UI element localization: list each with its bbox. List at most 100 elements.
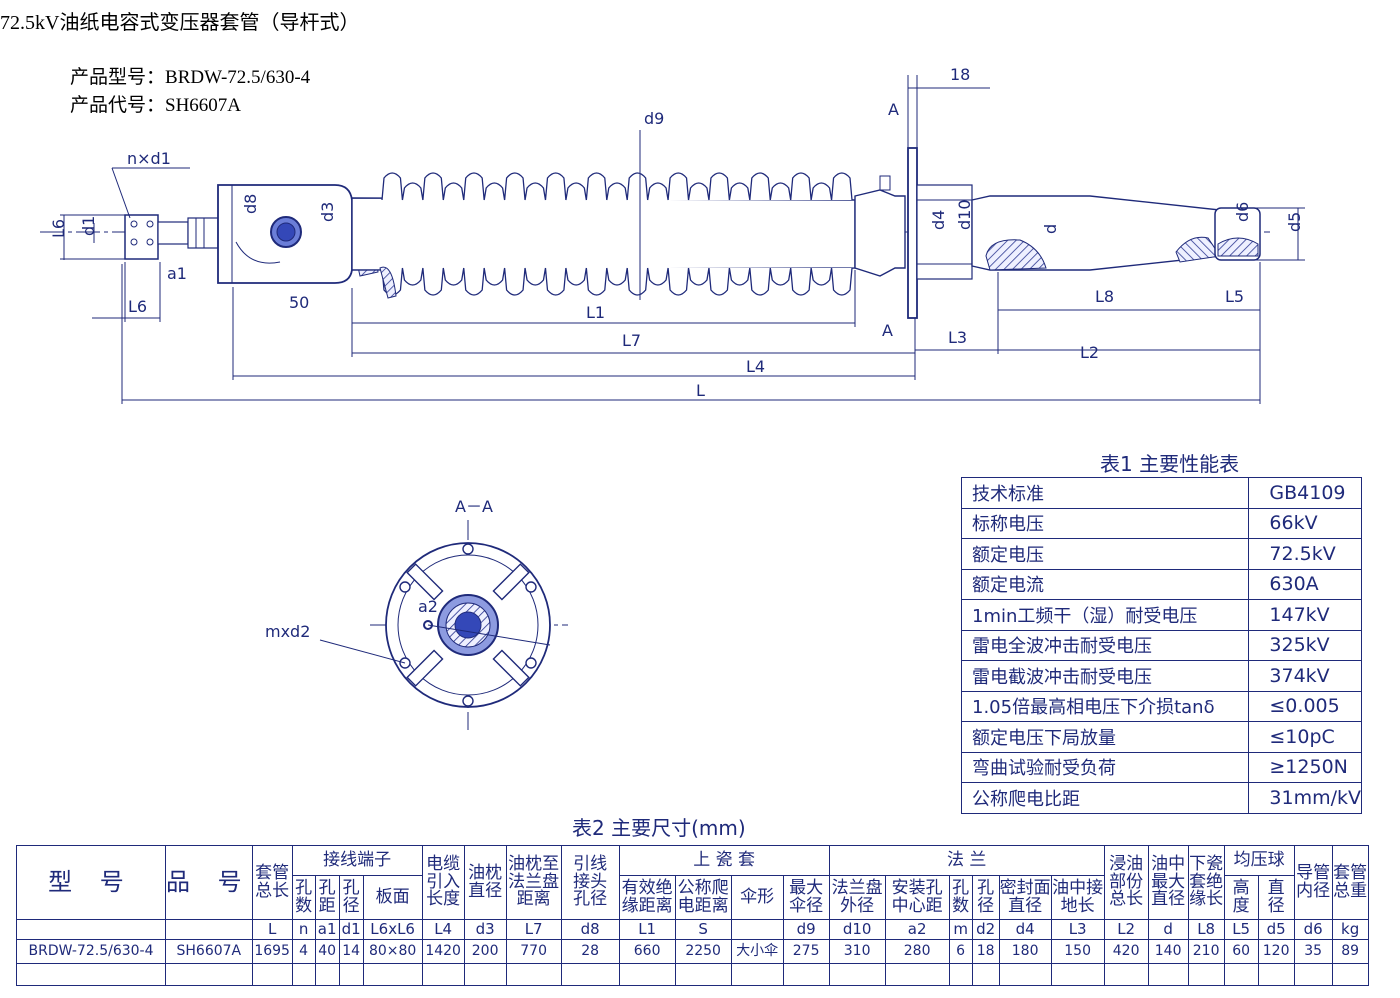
- dim-label-d3: d3: [318, 202, 337, 222]
- dim-label-d10: d10: [955, 199, 974, 230]
- empty-cell: [560, 963, 620, 986]
- symbol-cell: L6xL6: [362, 919, 423, 940]
- symbol-cell: d10: [828, 919, 886, 940]
- dim-label-l8: L8: [1095, 287, 1114, 306]
- header-conservator-dia: 油枕直径: [463, 845, 507, 920]
- header-terminal: 接线端子: [291, 845, 423, 876]
- lower-porcelain: [971, 195, 1261, 271]
- value-cell: 200: [463, 939, 507, 964]
- symbol-cell: d3: [463, 919, 507, 940]
- dim-label-d9: d9: [644, 109, 664, 128]
- symbol-cell: kg: [1331, 919, 1369, 940]
- symbol-cell: [16, 919, 166, 940]
- hole-label: mxd2: [265, 622, 310, 641]
- sub-header-d1: 孔径: [338, 875, 364, 920]
- dim-label-d8: d8: [241, 194, 260, 214]
- empty-cell: [1187, 963, 1225, 986]
- product-code-line: 产品代号：SH6607A: [70, 90, 241, 117]
- symbol-cell: d1: [338, 919, 364, 940]
- symbol-cell: [730, 919, 784, 940]
- section-a-a-view: A－A mxd2 a2: [265, 497, 568, 730]
- empty-cell: [505, 963, 562, 986]
- param-cell: 标称电压: [960, 507, 1250, 539]
- model-number-line: 产品型号：BRDW-72.5/630-4: [70, 62, 310, 89]
- table-row: 1.05倍最高相电压下介损tanδ≤0.005: [960, 690, 1362, 722]
- symbol-cell: n: [291, 919, 316, 940]
- pitch-label: a2: [418, 597, 438, 616]
- dim-label-18: 18: [950, 65, 970, 84]
- value-cell: 2250: [674, 939, 732, 964]
- sub-header-d10: 法兰盘外径: [828, 875, 886, 920]
- dim-label-d: d: [1041, 224, 1060, 234]
- value-cell: 275: [782, 939, 830, 964]
- sub-header-d4: 密封面直径: [998, 875, 1052, 920]
- symbol-cell: [165, 919, 253, 940]
- header-lead-hole: 引线接头孔径: [560, 845, 620, 920]
- dim-label-a1: a1: [167, 264, 187, 283]
- table1-caption: 表1 主要性能表: [1100, 452, 1240, 476]
- code-cell: SH6607A: [165, 939, 253, 964]
- symbol-cell: L2: [1103, 919, 1149, 940]
- model-label: 产品型号：: [70, 67, 166, 88]
- empty-row: [16, 963, 1369, 986]
- dim-label-l2: L2: [1080, 343, 1099, 362]
- empty-cell: [1103, 963, 1149, 986]
- header-cable-length: 电缆引入长度: [421, 845, 465, 920]
- sub-header-a2: 安装孔中心距: [884, 875, 950, 920]
- dim-label-l6-vertical: L6: [49, 219, 68, 238]
- empty-cell: [971, 963, 1000, 986]
- header-conductor-id: 导管内径: [1293, 845, 1333, 920]
- dim-label-l3: L3: [948, 328, 967, 347]
- value-cell: 280: [884, 939, 950, 964]
- value-cell: 72.5kV: [1248, 538, 1362, 570]
- value-cell: 325kV: [1248, 629, 1362, 661]
- value-cell: 210: [1187, 939, 1225, 964]
- value-cell: 420: [1103, 939, 1149, 964]
- param-cell: 额定电压: [960, 538, 1250, 570]
- param-cell: 雷电截波冲击耐受电压: [960, 660, 1250, 692]
- dim-label-l4: L4: [746, 357, 765, 376]
- empty-cell: [16, 963, 166, 986]
- dim-label-d1: d1: [79, 216, 98, 236]
- symbol-cell: m: [948, 919, 973, 940]
- empty-cell: [463, 963, 507, 986]
- param-cell: 公称爬电比距: [960, 782, 1250, 814]
- empty-cell: [782, 963, 830, 986]
- dim-label-l1: L1: [586, 303, 605, 322]
- empty-cell: [1223, 963, 1259, 986]
- value-cell: 28: [560, 939, 620, 964]
- empty-cell: [421, 963, 465, 986]
- value-cell: ≤0.005: [1248, 690, 1362, 722]
- symbol-cell: a2: [884, 919, 950, 940]
- empty-cell: [1257, 963, 1295, 986]
- upper-porcelain-sheds: [351, 172, 856, 299]
- value-cell: 60: [1223, 939, 1259, 964]
- value-cell: 89: [1331, 939, 1369, 964]
- empty-cell: [165, 963, 253, 986]
- flange-assembly: [854, 147, 973, 319]
- empty-cell: [251, 963, 293, 986]
- table-row: 弯曲试验耐受负荷≥1250N: [960, 751, 1362, 783]
- value-cell: 374kV: [1248, 660, 1362, 692]
- value-cell: 14: [338, 939, 364, 964]
- header-weight: 套管总重: [1331, 845, 1369, 920]
- param-cell: 额定电压下局放量: [960, 721, 1250, 753]
- empty-cell: [618, 963, 676, 986]
- header-total-length: 套管总长: [251, 845, 293, 920]
- sub-header-l5: 高度: [1223, 875, 1259, 920]
- header-code: 品 号: [165, 845, 253, 920]
- empty-cell: [1331, 963, 1369, 986]
- symbol-cell: a1: [314, 919, 340, 940]
- value-cell: 660: [618, 939, 676, 964]
- section-marker-top: A: [888, 100, 899, 119]
- empty-cell: [828, 963, 886, 986]
- empty-cell: [314, 963, 340, 986]
- header-oil-immersed: 浸油部份总长: [1103, 845, 1149, 920]
- value-cell: ≥1250N: [1248, 751, 1362, 783]
- header-flange: 法 兰: [828, 845, 1105, 876]
- empty-cell: [998, 963, 1052, 986]
